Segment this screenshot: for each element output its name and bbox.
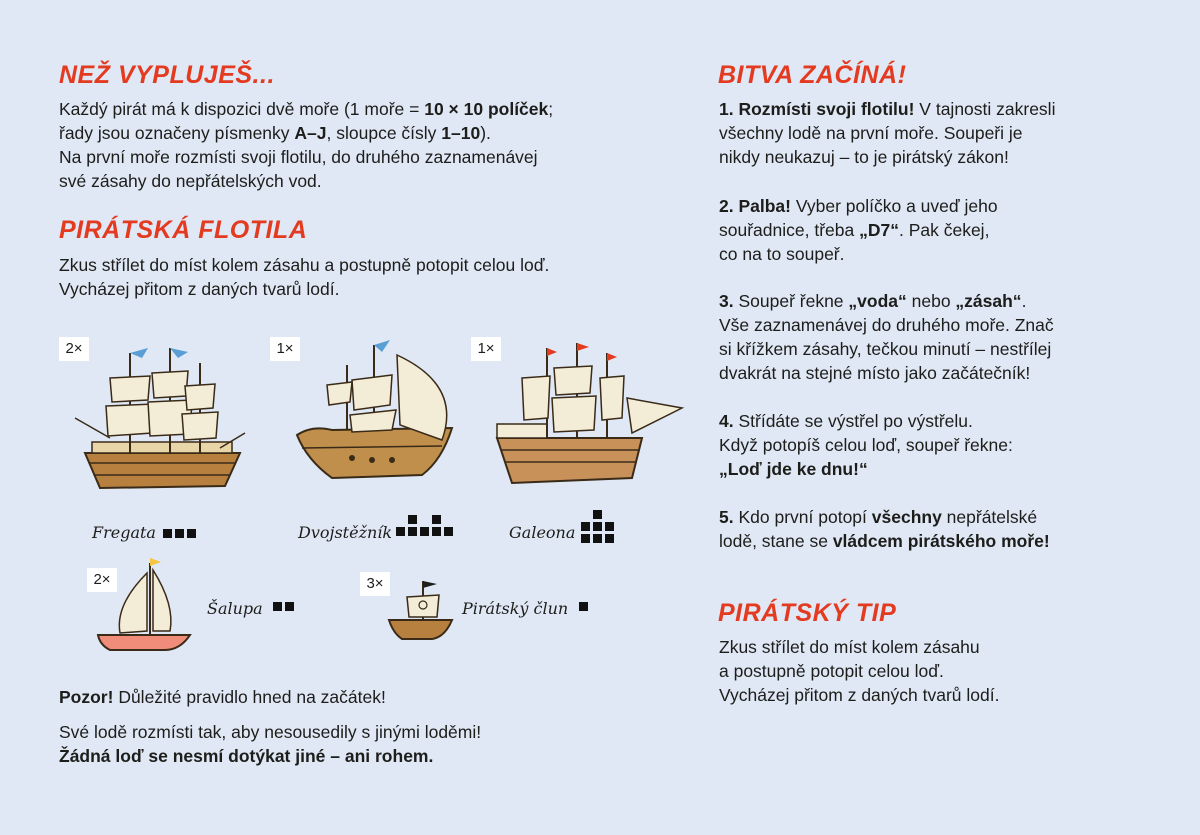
ship-name-galleon: Galeona	[509, 523, 576, 542]
fleet-paragraph: Zkus střílet do míst kolem zásahu a post…	[59, 255, 550, 299]
step-1: 1. Rozmísti svoji flotilu! V tajnosti za…	[719, 99, 1056, 167]
warning-paragraph: Pozor! Důležité pravidlo hned na začátek…	[59, 687, 386, 707]
heading-before-sailing: NEŽ VYPLUJEŠ...	[59, 61, 275, 89]
ship-count-badge: 2×	[59, 337, 89, 361]
pirate-boat-illustration	[387, 581, 454, 640]
step-5: 5. Kdo první potopí všechny nepřátelské …	[719, 507, 1050, 551]
heading-pirate-tip: PIRÁTSKÝ TIP	[718, 599, 897, 627]
ship-name-pirate-boat: Pirátský člun	[462, 599, 569, 618]
ship-count-badge: 2×	[87, 568, 117, 592]
ship-name-sloop: Šalupa	[207, 599, 263, 618]
step-3: 3. Soupeř řekne „voda“ nebo „zásah“. Vše…	[719, 291, 1054, 383]
ship-count-badge: 1×	[270, 337, 300, 361]
ship-count-badge: 1×	[471, 337, 501, 361]
rule-paragraph: Své lodě rozmísti tak, aby nesousedily s…	[59, 722, 482, 766]
ship-name-brig: Dvojstěžník	[298, 523, 393, 542]
step-4: 4. Střídáte se výstřel po výstřelu. Když…	[719, 411, 1013, 479]
frigate-illustration	[74, 348, 246, 490]
ship-count-badge: 3×	[360, 572, 390, 596]
tip-paragraph: Zkus střílet do míst kolem zásahu a post…	[719, 637, 1000, 705]
heading-pirate-fleet: PIRÁTSKÁ FLOTILA	[59, 216, 308, 244]
galleon-illustration	[495, 343, 685, 485]
intro-paragraph: Každý pirát má k dispozici dvě moře (1 m…	[59, 99, 554, 191]
sloop-illustration	[96, 558, 192, 651]
brig-illustration	[295, 340, 454, 480]
heading-battle-begins: BITVA ZAČÍNÁ!	[718, 61, 907, 89]
ship-name-frigate: Fregata	[92, 523, 156, 542]
step-2: 2. Palba! Vyber políčko a uveď jeho souř…	[719, 196, 998, 264]
